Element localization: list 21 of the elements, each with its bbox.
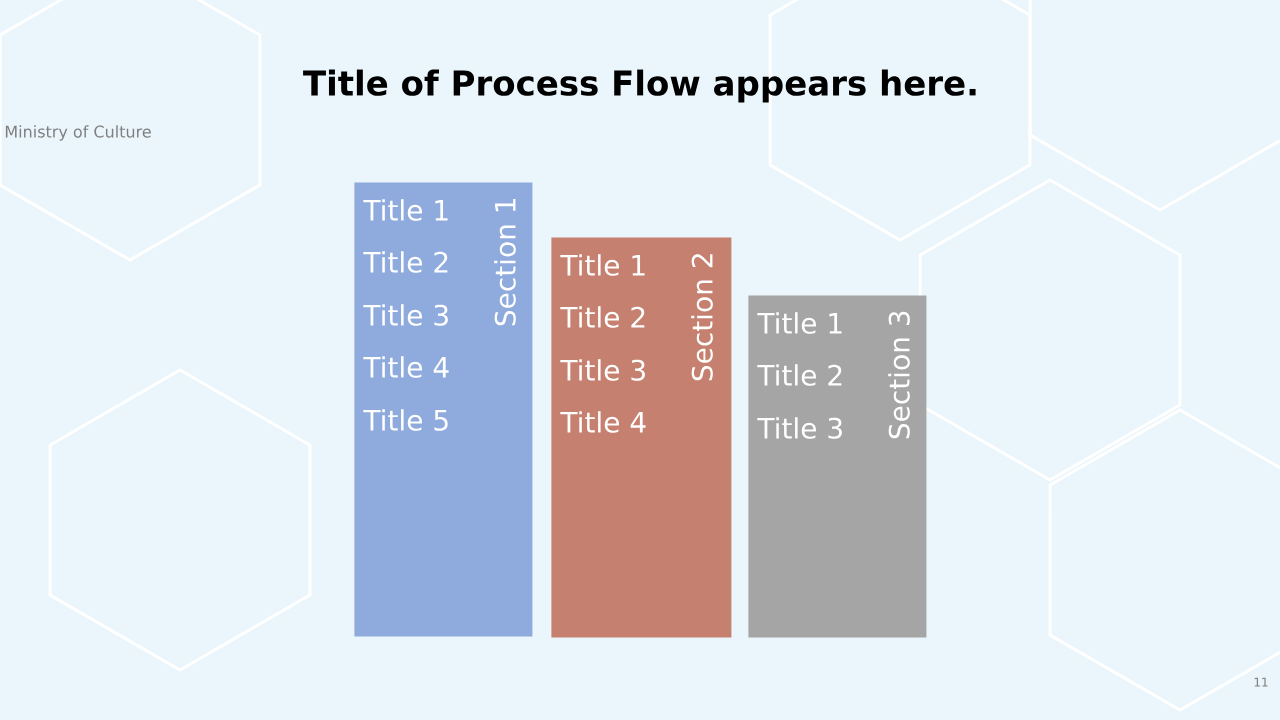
section-column [354,182,533,637]
item-title: Title 1 [560,254,645,276]
item-title: Title 3 [757,417,842,439]
section-column [551,237,732,638]
section-label: Section 1 [494,199,516,326]
page-number: 11 [1254,677,1268,687]
item-title: Title 4 [363,356,449,378]
item-title: Title 5 [363,409,448,431]
item-title: Title 2 [757,364,842,386]
item-title: Title 2 [363,251,448,273]
item-title: Title 4 [560,411,646,433]
slide-title: Title of Process Flow appears here. [303,69,976,103]
section-label: Section 3 [888,311,910,439]
ministry-name: Ministry of Culture [5,125,151,141]
item-title: Title 3 [363,304,448,326]
item-title: Title 2 [560,306,645,328]
item-title: Title 1 [363,199,448,221]
item-title: Title 3 [560,359,645,381]
item-title: Title 1 [757,312,842,334]
section-column [748,295,927,638]
section-label: Section 2 [691,254,713,381]
